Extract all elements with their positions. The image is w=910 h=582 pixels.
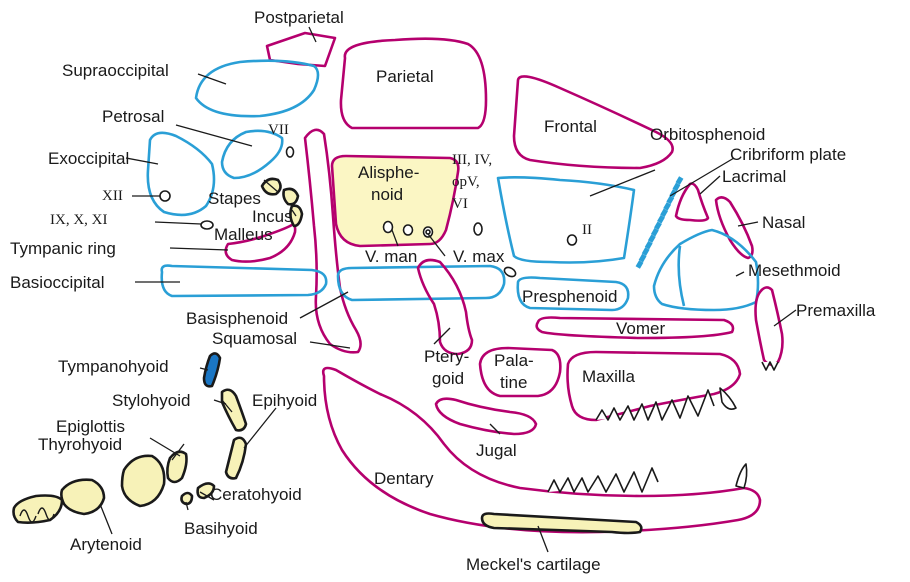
meckels-cartilage xyxy=(482,514,641,534)
cribriform-plate xyxy=(636,176,684,269)
nerve-vii-label: VII xyxy=(268,122,289,138)
maxillary-teeth xyxy=(596,390,714,420)
foramen-v-max-inner xyxy=(426,230,430,234)
foramen-unlabeled xyxy=(404,225,413,235)
nasal-bone xyxy=(716,197,753,258)
nerve-xii-label: XII xyxy=(102,188,123,204)
epihyoid xyxy=(226,438,246,479)
label-incus: Incus xyxy=(252,207,293,226)
label-v-max: V. max xyxy=(453,247,505,266)
exoccipital-bone xyxy=(148,133,214,215)
pterygoid-bone xyxy=(418,260,472,354)
premaxilla-teeth xyxy=(762,362,778,370)
label-ceratohyoid: Ceratohyoid xyxy=(210,485,302,504)
jugal-bone xyxy=(436,399,536,434)
basioccipital-bone xyxy=(162,266,327,296)
label-epiglottis: Epiglottis xyxy=(56,417,125,436)
orbitosphenoid-bone xyxy=(498,177,634,262)
label-frontal: Frontal xyxy=(544,117,597,136)
label-v-man: V. man xyxy=(365,247,417,266)
label-tympanic-ring: Tympanic ring xyxy=(10,239,116,258)
foramen-ii xyxy=(568,235,577,245)
label-basisphenoid: Basisphenoid xyxy=(186,309,288,328)
foramen-xii xyxy=(160,191,170,201)
foramen-v-man xyxy=(384,222,393,233)
arytenoid xyxy=(61,480,104,514)
label-cribriform: Cribriform plate xyxy=(730,145,846,164)
basisphenoid-bone xyxy=(338,266,504,300)
label-tympanohyoid: Tympanohyoid xyxy=(58,357,169,376)
nerve-ii-label: II xyxy=(582,222,592,238)
supraoccipital-bone xyxy=(196,61,318,117)
foramen-vii xyxy=(287,147,294,157)
label-dentary: Dentary xyxy=(374,469,434,488)
label-pterygoid-1: Ptery- xyxy=(424,347,469,366)
label-premaxilla: Premaxilla xyxy=(796,301,876,320)
canine-upper xyxy=(720,388,736,409)
dentary-bone xyxy=(323,368,760,532)
mesethmoid-divider xyxy=(679,246,684,306)
label-palatine-2: tine xyxy=(500,373,527,392)
label-squamosal: Squamosal xyxy=(212,329,297,348)
label-basihyoid: Basihyoid xyxy=(184,519,258,538)
stylohyoid xyxy=(222,390,246,431)
label-stapes: Stapes xyxy=(208,189,261,208)
larynx-rings xyxy=(14,496,63,523)
nerve-op-v-label: opV, xyxy=(452,174,480,190)
label-thyrohyoid: Thyrohyoid xyxy=(38,435,122,454)
incus xyxy=(284,189,299,204)
label-jugal: Jugal xyxy=(476,441,517,460)
nerve-vi-label: VI xyxy=(452,196,468,212)
foramen-ix-x-xi xyxy=(201,221,213,229)
label-epihyoid: Epihyoid xyxy=(252,391,317,410)
label-nasal: Nasal xyxy=(762,213,805,232)
label-malleus: Malleus xyxy=(214,225,273,244)
label-vomer: Vomer xyxy=(616,319,665,338)
mandibular-teeth xyxy=(548,468,658,492)
label-supraoccipital: Supraoccipital xyxy=(62,61,169,80)
label-mesethmoid: Mesethmoid xyxy=(748,261,841,280)
label-alisphenoid-1: Alisphe- xyxy=(358,163,419,182)
epiglottis xyxy=(167,452,186,482)
premaxilla-bone xyxy=(756,287,783,364)
label-presphenoid: Presphenoid xyxy=(522,287,617,306)
label-maxilla: Maxilla xyxy=(582,367,635,386)
nerve-ix-x-xi-label: IX, X, XI xyxy=(50,212,108,228)
label-alisphenoid-2: noid xyxy=(371,185,403,204)
foramen-op-v xyxy=(474,223,482,235)
thyrohyoid xyxy=(122,456,164,506)
label-exoccipital: Exoccipital xyxy=(48,149,129,168)
mesethmoid-bone xyxy=(654,230,758,310)
nerve-iii-iv-label: III, IV, xyxy=(452,152,492,168)
label-pterygoid-2: goid xyxy=(432,369,464,388)
label-stylohyoid: Stylohyoid xyxy=(112,391,190,410)
label-orbitosphenoid: Orbitosphenoid xyxy=(650,125,765,144)
label-postparietal: Postparietal xyxy=(254,8,344,27)
label-meckels: Meckel's cartilage xyxy=(466,555,601,574)
label-petrosal: Petrosal xyxy=(102,107,164,126)
label-palatine-1: Pala- xyxy=(494,351,534,370)
canine-lower xyxy=(736,464,747,488)
label-parietal: Parietal xyxy=(376,67,434,86)
label-arytenoid: Arytenoid xyxy=(70,535,142,554)
label-lacrimal: Lacrimal xyxy=(722,167,786,186)
label-basioccipital: Basioccipital xyxy=(10,273,105,292)
